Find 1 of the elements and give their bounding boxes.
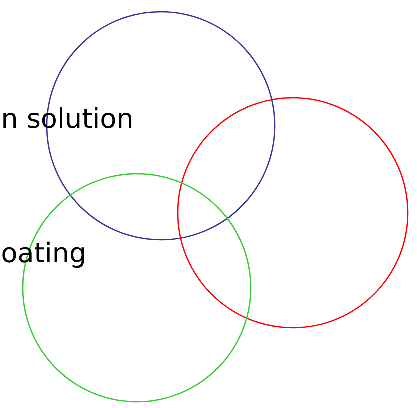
circle-outline <box>177 97 409 329</box>
